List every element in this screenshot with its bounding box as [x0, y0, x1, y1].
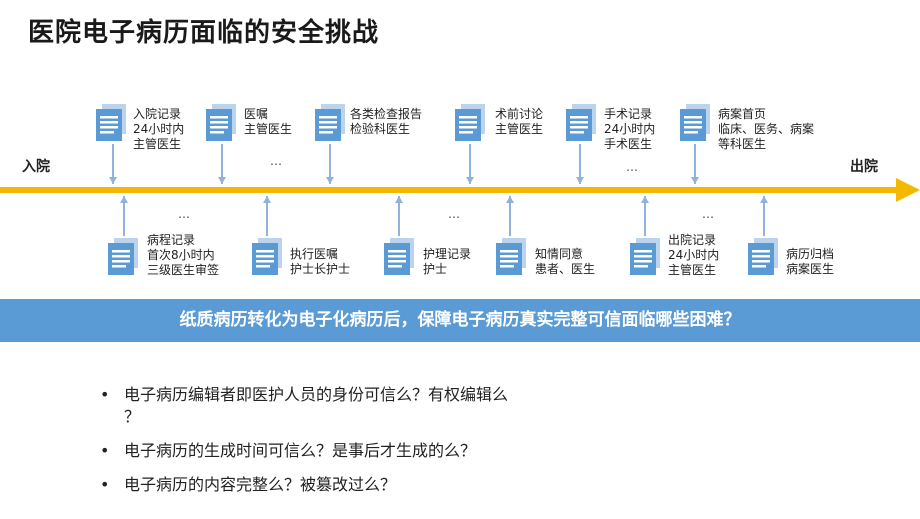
page-title: 医院电子病历面临的安全挑战 — [28, 18, 380, 48]
bullet-text: 电子病历的内容完整么？被篡改过么？ — [124, 475, 397, 494]
record-label: 病程记录 首次8小时内 三级医生审签 — [147, 233, 220, 277]
timeline-connectors — [109, 144, 768, 236]
document-icon — [315, 104, 347, 146]
timeline-end-label: 出院 — [850, 159, 878, 175]
record-label: 病历归档 病案医生 — [786, 247, 835, 276]
record-label: 各类检查报告 检验科医生 — [350, 107, 423, 136]
down-arrow — [576, 144, 584, 184]
document-icon — [206, 104, 238, 146]
timeline-axis — [0, 178, 920, 202]
bullet-dot: • — [100, 475, 110, 494]
up-arrow — [506, 196, 514, 236]
bullet-dot: • — [100, 385, 110, 404]
bullet-item: • 电子病历编辑者即医护人员的身份可信么？有权编辑么 ？ — [100, 384, 620, 428]
ellipsis-marker: … — [702, 207, 715, 221]
document-icon — [96, 104, 128, 146]
bullet-text: 电子病历编辑者即医护人员的身份可信么？有权编辑么 ？ — [124, 385, 509, 426]
record-label: 医嘱 主管医生 — [244, 107, 293, 136]
down-arrow — [218, 144, 226, 184]
up-arrow — [760, 196, 768, 236]
bullet-text: 电子病历的生成时间可信么？是事后才生成的么？ — [124, 441, 477, 460]
ellipsis-marker: … — [178, 207, 191, 221]
down-arrow — [326, 144, 334, 184]
bullet-list: • 电子病历编辑者即医护人员的身份可信么？有权编辑么 ？ • 电子病历的生成时间… — [100, 384, 620, 508]
record-label: 执行医嘱 护士长护士 — [290, 247, 351, 276]
document-icon — [566, 104, 598, 146]
up-arrow — [263, 196, 271, 236]
document-icon — [748, 238, 780, 280]
timeline-start-label: 入院 — [22, 159, 50, 175]
record-label: 入院记录 24小时内 主管医生 — [133, 107, 185, 151]
record-label: 出院记录 24小时内 主管医生 — [668, 233, 720, 277]
up-arrow — [641, 196, 649, 236]
document-icon — [108, 238, 140, 280]
document-icon — [384, 238, 416, 280]
down-arrow — [691, 144, 699, 184]
record-label: 术前讨论 主管医生 — [495, 107, 544, 136]
up-arrow — [395, 196, 403, 236]
ellipsis-marker: … — [448, 207, 461, 221]
document-icon — [680, 104, 712, 146]
up-arrow — [120, 196, 128, 236]
banner-text: 纸质病历转化为电子化病历后，保障电子病历真实完整可信面临哪些困难？ — [179, 310, 741, 330]
bullet-dot: • — [100, 441, 110, 460]
record-label: 护理记录 护士 — [423, 247, 472, 276]
question-banner: 纸质病历转化为电子化病历后，保障电子病历真实完整可信面临哪些困难？ — [0, 299, 920, 342]
document-icon — [252, 238, 284, 280]
document-icon — [496, 238, 528, 280]
record-label: 病案首页 临床、医务、病案 等科医生 — [718, 107, 815, 151]
record-label: 知情同意 患者、医生 — [535, 247, 596, 276]
down-arrow — [109, 144, 117, 184]
ellipsis-marker: … — [270, 154, 283, 168]
document-icon — [630, 238, 662, 280]
down-arrow — [466, 144, 474, 184]
ellipsis-marker: … — [626, 160, 639, 174]
record-label: 手术记录 24小时内 手术医生 — [604, 107, 656, 151]
bullet-item: • 电子病历的内容完整么？被篡改过么？ — [100, 474, 620, 496]
bullet-item: • 电子病历的生成时间可信么？是事后才生成的么？ — [100, 440, 620, 462]
document-icon — [455, 104, 487, 146]
